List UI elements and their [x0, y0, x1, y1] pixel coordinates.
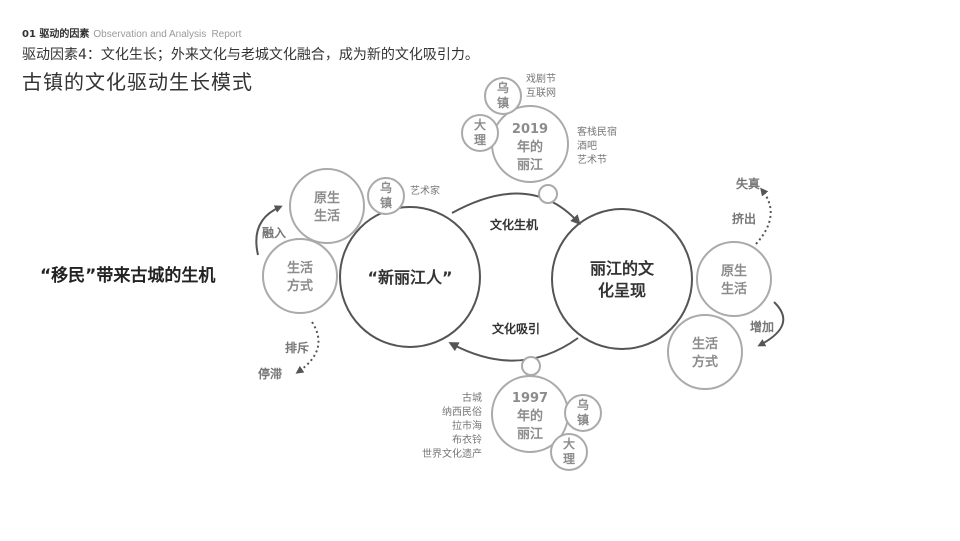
arrow-top-label: 文化生机	[490, 217, 538, 232]
bottom-item-ancient-town: 古城	[462, 391, 482, 404]
top-wuzhen-l2: 镇	[497, 95, 509, 110]
right-original-life-l2: 生活	[721, 281, 747, 297]
center-left-label: “新丽江人”	[367, 268, 452, 287]
left-wuzhen-l1: 乌	[380, 180, 392, 195]
right-increase-label: 增加	[750, 319, 774, 334]
top-wuzhen-l1: 乌	[497, 80, 509, 95]
top-dali-l2: 理	[474, 133, 486, 147]
top-dali-l1: 大	[474, 117, 486, 132]
left-reject-label: 排斥	[285, 340, 309, 355]
bottom-wuzhen-circle	[564, 394, 602, 432]
top-item-inn: 客栈民宿	[577, 125, 617, 138]
center-right-line2: 化呈现	[598, 281, 646, 300]
page-title: 古镇的文化驱动生长模式	[22, 70, 253, 94]
left-original-life-l1: 原生	[314, 190, 340, 206]
lijiang-1997-year: 1997	[512, 391, 548, 406]
left-integrate-label: 融入	[262, 225, 286, 240]
center-right-line1: 丽江的文	[590, 259, 655, 278]
right-lifestyle-circle	[667, 314, 743, 390]
left-artist-label: 艺术家	[410, 184, 440, 197]
left-stagnation-label: 停滞	[258, 366, 282, 381]
left-original-life-l2: 生活	[314, 208, 340, 224]
bottom-dali-l1: 大	[563, 436, 575, 451]
left-reject-arrow	[295, 321, 320, 374]
right-original-life-circle	[696, 241, 772, 317]
left-lifestyle-l2: 方式	[287, 278, 313, 294]
left-caption: “移民”带来古城的生机	[40, 265, 215, 286]
left-lifestyle-l1: 生活	[287, 260, 313, 276]
lijiang-1997-l2: 年的	[517, 408, 543, 424]
left-original-life-circle	[289, 168, 365, 244]
top-item-bar: 酒吧	[577, 140, 597, 152]
section-en-main: Observation and Analysis	[93, 29, 207, 40]
right-original-life-l1: 原生	[721, 263, 747, 279]
right-squeeze-arrow	[755, 187, 772, 245]
arrow-bottom-label: 文化吸引	[492, 321, 540, 336]
section-label: 01 驱动的因素	[22, 29, 90, 40]
top-junction-node	[538, 184, 558, 204]
right-lifestyle-l1: 生活	[692, 336, 718, 352]
new-lijiang-people-circle	[339, 206, 481, 348]
bottom-item-naxi-folk: 纳西民俗	[442, 405, 482, 418]
left-wuzhen-l2: 镇	[380, 195, 392, 210]
arrow-culture-vitality	[451, 192, 581, 225]
lijiang-culture-circle	[551, 208, 693, 350]
bottom-item-world-heritage: 世界文化遗产	[422, 447, 482, 460]
right-distortion-label: 失真	[736, 176, 760, 191]
left-wuzhen-circle	[367, 177, 405, 215]
top-item-drama-festival: 戏剧节	[526, 73, 556, 85]
arrow-culture-attraction	[448, 337, 579, 362]
bottom-item-buyiling: 布衣铃	[452, 433, 482, 446]
section-en-tail: Report	[211, 29, 242, 40]
bottom-item-lashi-lake: 拉市海	[452, 419, 482, 432]
top-item-internet: 互联网	[526, 87, 556, 99]
lijiang-2019-l3: 丽江	[517, 157, 543, 173]
bottom-wuzhen-l2: 镇	[577, 412, 589, 427]
left-integrate-arrow	[255, 205, 283, 256]
right-squeeze-label: 挤出	[732, 211, 756, 226]
right-increase-arrow	[757, 301, 785, 347]
lijiang-1997-l3: 丽江	[517, 426, 543, 442]
right-lifestyle-l2: 方式	[692, 354, 718, 370]
lijiang-2019-year: 2019	[512, 122, 548, 137]
top-wuzhen-circle	[484, 77, 522, 115]
bottom-dali-l2: 理	[563, 452, 575, 466]
bottom-dali-circle	[550, 433, 588, 471]
top-dali-circle	[461, 114, 499, 152]
page-subtitle: 驱动因素4：文化生长；外来文化与老城文化融合，成为新的文化吸引力。	[22, 47, 479, 63]
left-lifestyle-circle	[262, 238, 338, 314]
bottom-wuzhen-l1: 乌	[577, 397, 589, 412]
top-item-art-festival: 艺术节	[577, 154, 607, 166]
lijiang-2019-l2: 年的	[517, 139, 543, 155]
bottom-junction-node	[521, 356, 541, 376]
